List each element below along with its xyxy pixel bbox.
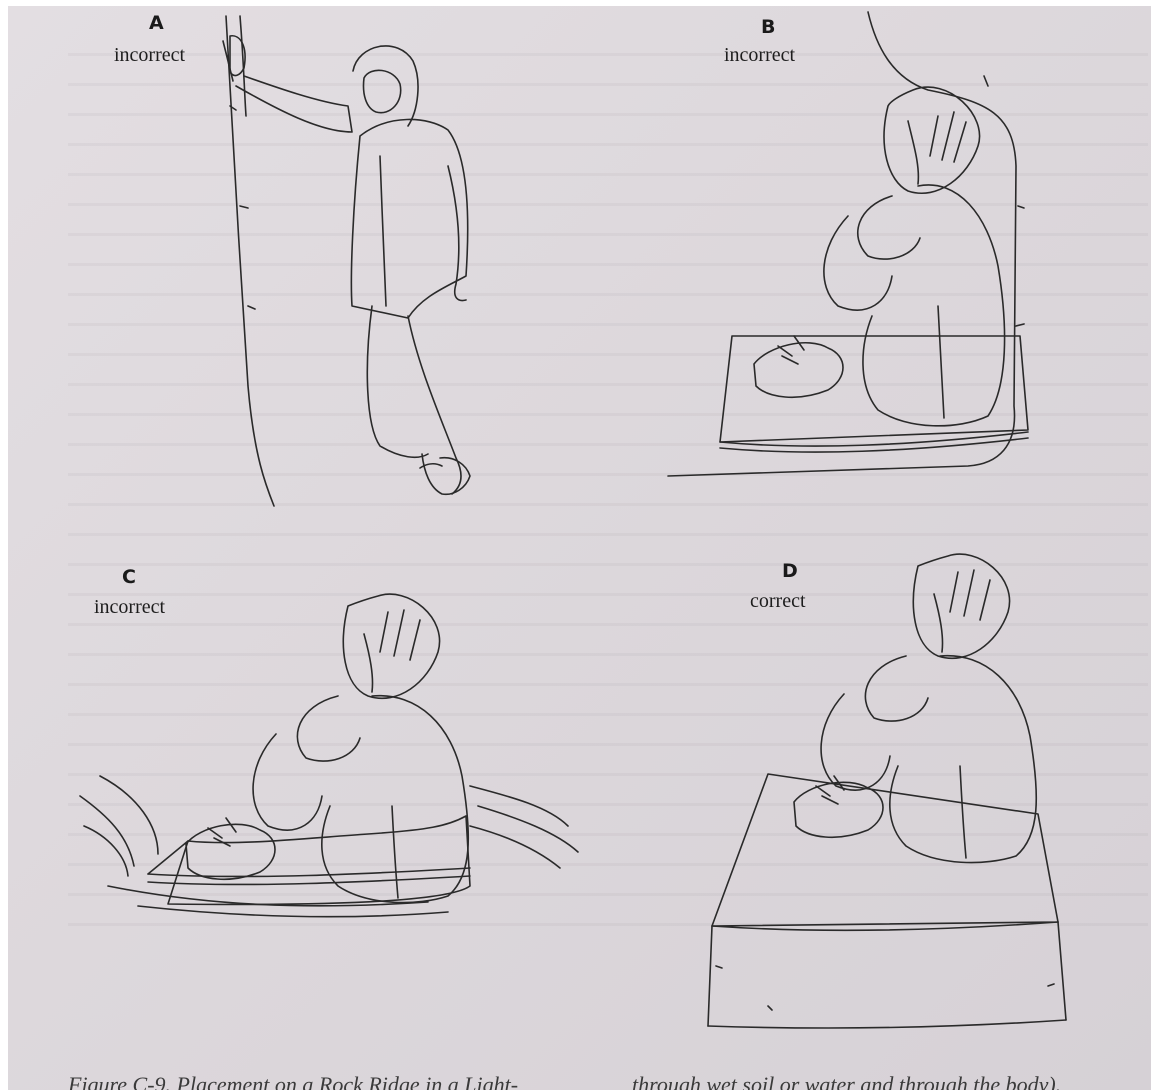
panel-c-sitting-figure <box>80 594 578 917</box>
illustration <box>8 6 1151 1090</box>
panel-a-standing-figure <box>223 16 470 506</box>
book-page: A incorrect B incorrect C incorrect D co… <box>8 6 1151 1090</box>
panel-d-sitting-figure <box>708 554 1066 1028</box>
panel-b-sitting-figure <box>668 12 1028 476</box>
body-text-fragment: through wet soil or water and through th… <box>632 1072 1061 1090</box>
figure-caption-fragment: Figure C-9. Placement on a Rock Ridge in… <box>68 1072 518 1090</box>
